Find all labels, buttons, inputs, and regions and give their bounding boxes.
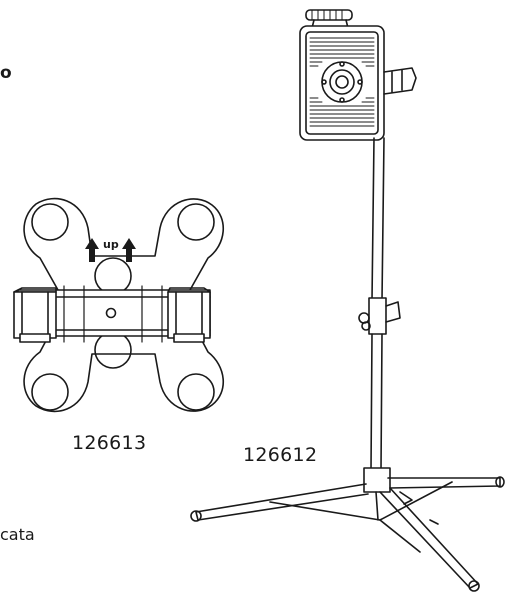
bracket-plate: [23, 197, 225, 413]
clamp-screw: [105, 307, 117, 319]
bracket-hole-bl: [31, 373, 69, 411]
bracket-hole-tr: [177, 203, 215, 241]
clamp-fins: [63, 285, 163, 343]
lamp-head: [299, 9, 417, 141]
lamp-side-clamp: [383, 67, 417, 95]
lamp-handle: [305, 9, 353, 21]
bracket-hole-br: [177, 373, 215, 411]
cropped-text-bottom: cata: [0, 525, 35, 544]
heat-fins: [309, 37, 375, 127]
bracket-hub-bottom: [94, 331, 132, 369]
mounting-bracket: up: [13, 197, 225, 413]
pole-knob: [385, 301, 401, 323]
clamp-jaw-left: [13, 287, 57, 343]
bracket-hole-tl: [31, 203, 69, 241]
tripod-hub: [363, 467, 391, 493]
telescopic-pole: [358, 137, 401, 471]
pole-coupling: [368, 297, 387, 335]
work-light-stand: [190, 9, 505, 592]
up-marker: up: [103, 238, 119, 251]
bracket-hub-top: [94, 257, 132, 295]
up-arrow-icon: [85, 238, 136, 262]
bracket-code-label: 126613: [72, 432, 147, 454]
cropped-text-top: o: [0, 63, 12, 83]
clamp-jaw-right: [167, 287, 211, 343]
tripod-base: [190, 467, 505, 592]
lamp-mount-plate: [321, 61, 363, 103]
stand-code-label: 126612: [243, 444, 318, 466]
